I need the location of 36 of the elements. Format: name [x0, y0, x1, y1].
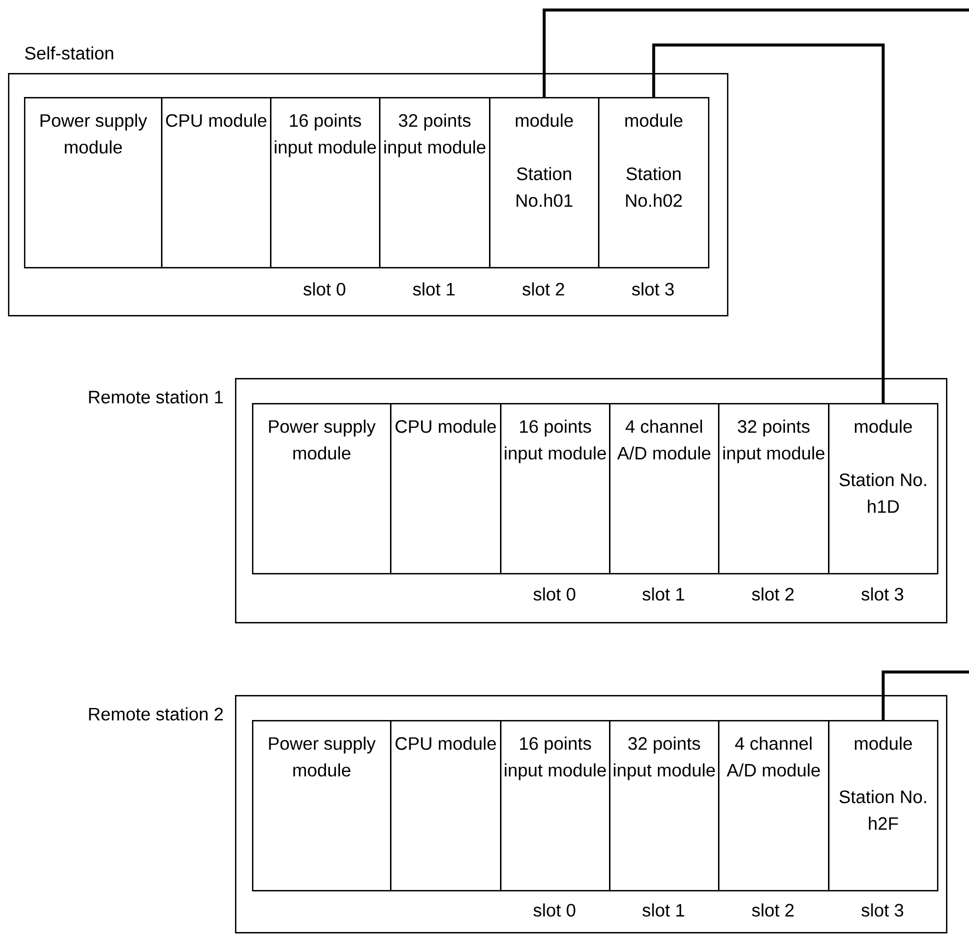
station-heading: Remote station 1	[89, 390, 223, 404]
module-box: CPU module	[390, 403, 502, 574]
module-box: 4 channel A/D module	[609, 403, 720, 574]
module-box: Power supply module	[252, 720, 392, 892]
slot-label: slot 0	[534, 903, 576, 917]
slot-label: slot 3	[862, 903, 904, 917]
module-box: 16 points input module	[270, 97, 380, 268]
station-heading: Remote station 2	[89, 707, 223, 720]
module-box: module Station No. h1D	[828, 403, 938, 574]
slot-label: slot 1	[642, 587, 684, 601]
slot-label: slot 0	[534, 587, 576, 601]
slot-label: slot 3	[632, 282, 674, 296]
module-box: CPU module	[161, 97, 272, 268]
module-box: 16 points input module	[500, 720, 610, 892]
module-box: module Station No.h02	[598, 97, 710, 268]
station-heading: Self-station	[25, 46, 114, 60]
slot-label: slot 2	[752, 903, 794, 917]
cable-line	[882, 670, 969, 720]
module-box: 32 points input module	[718, 403, 830, 574]
module-box: 32 points input module	[379, 97, 490, 268]
module-box: module Station No. h2F	[828, 720, 938, 892]
cable-line	[652, 44, 885, 403]
module-box: 16 points input module	[500, 403, 610, 574]
slot-label: slot 0	[304, 282, 346, 296]
module-box: module Station No.h01	[489, 97, 600, 268]
slot-label: slot 2	[522, 282, 564, 296]
module-box: Power supply module	[252, 403, 392, 574]
module-box: CPU module	[390, 720, 502, 892]
slot-label: slot 2	[752, 587, 794, 601]
module-box: 32 points input module	[609, 720, 720, 892]
module-box: 4 channel A/D module	[718, 720, 830, 892]
slot-label: slot 3	[862, 587, 904, 601]
module-box: Power supply module	[24, 97, 162, 268]
slot-label: slot 1	[642, 903, 684, 917]
slot-label: slot 1	[413, 282, 455, 296]
cable-line	[542, 8, 969, 97]
